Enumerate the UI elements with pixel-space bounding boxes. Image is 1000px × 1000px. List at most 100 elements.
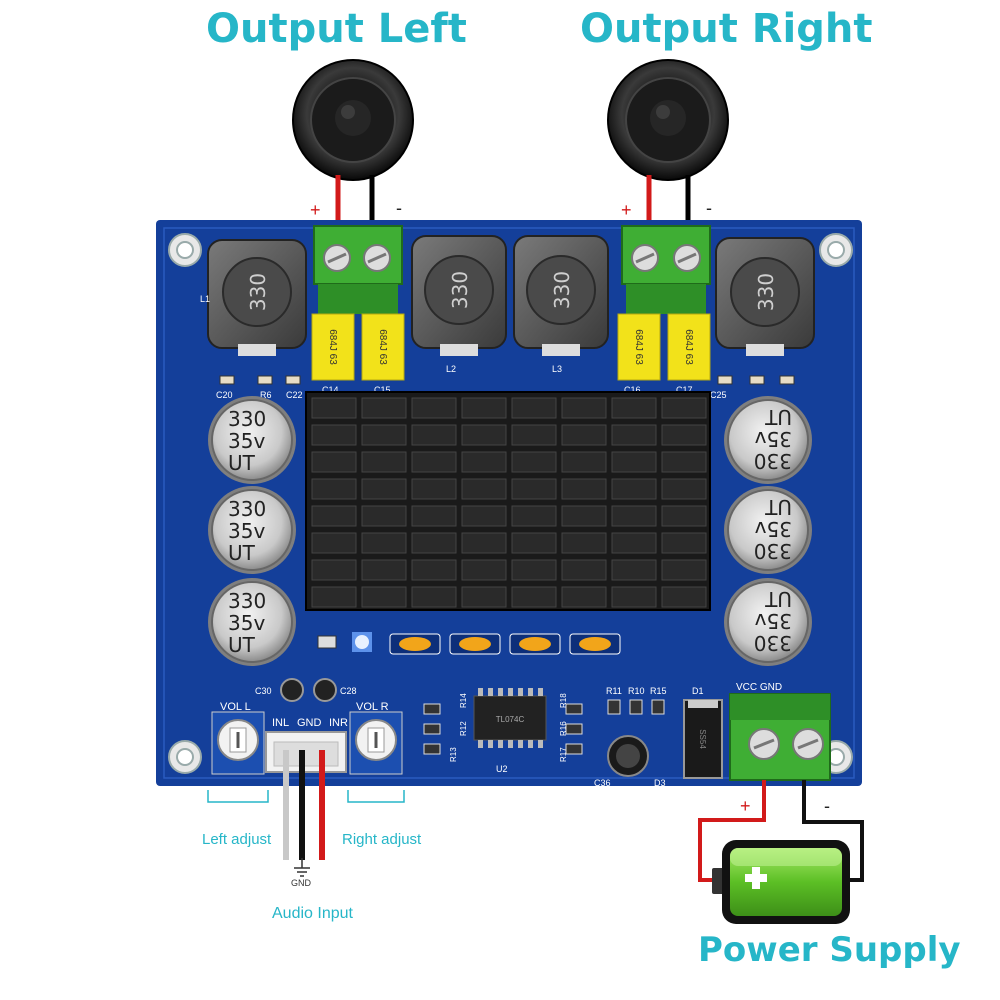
volume-left-potentiometer (211, 711, 265, 775)
svg-text:C30: C30 (255, 686, 272, 696)
chip-u2: TL074C (473, 695, 547, 741)
capacitor-marking: UT (764, 495, 792, 519)
capacitor-marking: 330 (228, 497, 266, 521)
svg-text:VOL R: VOL R (356, 701, 389, 713)
svg-text:C22: C22 (286, 390, 303, 400)
svg-text:D3: D3 (654, 778, 666, 788)
capacitor-marking: UT (764, 587, 792, 611)
capacitor-marking: 330 (228, 407, 266, 431)
svg-text:330: 330 (246, 273, 270, 311)
svg-text:684J 63: 684J 63 (377, 329, 388, 365)
capacitor-marking: UT (228, 541, 256, 565)
svg-text:L2: L2 (446, 364, 456, 374)
svg-text:L1: L1 (200, 294, 210, 304)
speaker-right-icon (607, 59, 729, 181)
led-row (317, 632, 621, 655)
inductor-l2: 330 (411, 235, 507, 356)
capacitor-marking: 35v (755, 609, 792, 633)
svg-text:R6: R6 (260, 390, 272, 400)
svg-text:330: 330 (448, 271, 472, 309)
speaker-left-icon (292, 59, 414, 181)
left-plus-label: + (310, 200, 321, 220)
svg-text:R15: R15 (650, 686, 667, 696)
svg-text:684J 63: 684J 63 (327, 329, 338, 365)
left-minus-label: - (396, 198, 402, 218)
heatsink (305, 391, 711, 611)
left-adjust-label: Left adjust (202, 831, 272, 848)
power-wires (698, 780, 864, 882)
small-caps (280, 678, 337, 702)
svg-text:C36: C36 (594, 778, 611, 788)
svg-text:C15: C15 (374, 385, 391, 395)
svg-text:R14: R14 (459, 693, 468, 708)
svg-text:D1: D1 (692, 686, 704, 696)
smd-resistors (423, 699, 665, 755)
speaker-right-terminal (621, 225, 711, 314)
mounting-holes (168, 233, 853, 774)
svg-text:R10: R10 (628, 686, 645, 696)
audio-input-wires (283, 750, 325, 860)
svg-text:330: 330 (754, 273, 778, 311)
smd-parts-top (219, 375, 795, 385)
svg-text:U2: U2 (496, 764, 508, 774)
chip-pins (478, 688, 543, 748)
power-minus-label: - (824, 796, 830, 816)
capacitor-marking: UT (228, 451, 256, 475)
svg-text:L3: L3 (552, 364, 562, 374)
audio-input-label: Audio Input (272, 905, 353, 922)
output-right-title: Output Right (580, 6, 873, 52)
capacitor-marking: 330 (228, 589, 266, 613)
svg-text:VOL L: VOL L (220, 701, 251, 713)
svg-text:684J 63: 684J 63 (633, 329, 644, 365)
inductor-l4: 330 (715, 237, 815, 356)
svg-text:684J 63: 684J 63 (683, 329, 694, 365)
capacitor-marking: 330 (754, 539, 792, 563)
svg-text:R13: R13 (449, 747, 458, 762)
battery-icon (712, 840, 850, 924)
svg-text:C14: C14 (322, 385, 339, 395)
svg-text:TL074C: TL074C (496, 715, 525, 724)
power-terminal (729, 693, 831, 781)
audio-input-connector (265, 731, 347, 773)
capacitor-marking: UT (228, 633, 256, 657)
right-adjust-label: Right adjust (342, 831, 422, 848)
svg-text:R12: R12 (459, 721, 468, 736)
diode-d1: SS54 (683, 699, 723, 779)
inductor-l1: 330 (207, 239, 307, 356)
capacitor-marking: 35v (228, 611, 265, 635)
film-capacitors: 684J 63 684J 63 684J 63 684J 63 (311, 313, 711, 381)
svg-text:330: 330 (550, 271, 574, 309)
svg-text:C16: C16 (624, 385, 641, 395)
capacitor-marking: UT (764, 405, 792, 429)
svg-text:C25: C25 (710, 390, 727, 400)
svg-text:C20: C20 (216, 390, 233, 400)
svg-text:R16: R16 (559, 721, 568, 736)
inductor-l3: 330 (513, 235, 609, 356)
svg-text:GND: GND (297, 717, 322, 729)
ground-symbol-icon (294, 858, 310, 877)
svg-text:INR: INR (329, 717, 348, 729)
power-plus-label: + (740, 796, 751, 816)
output-left-title: Output Left (206, 6, 467, 52)
speaker-left-terminal (313, 225, 403, 314)
volume-right-potentiometer (349, 711, 403, 775)
svg-text:INL: INL (272, 717, 289, 729)
electrolytic-capacitors: 33035vUT33035vUT33035vUT33035vUT33035vUT… (208, 396, 812, 666)
right-plus-label: + (621, 200, 632, 220)
capacitor-marking: 35v (228, 519, 265, 543)
svg-text:SS54: SS54 (698, 729, 707, 749)
svg-text:C17: C17 (676, 385, 693, 395)
capacitor-marking: 330 (754, 449, 792, 473)
svg-text:R11: R11 (606, 686, 622, 696)
capacitor-marking: 35v (228, 429, 265, 453)
right-minus-label: - (706, 198, 712, 218)
gnd-symbol-label: GND (291, 878, 311, 888)
svg-text:VCC GND: VCC GND (736, 682, 782, 693)
